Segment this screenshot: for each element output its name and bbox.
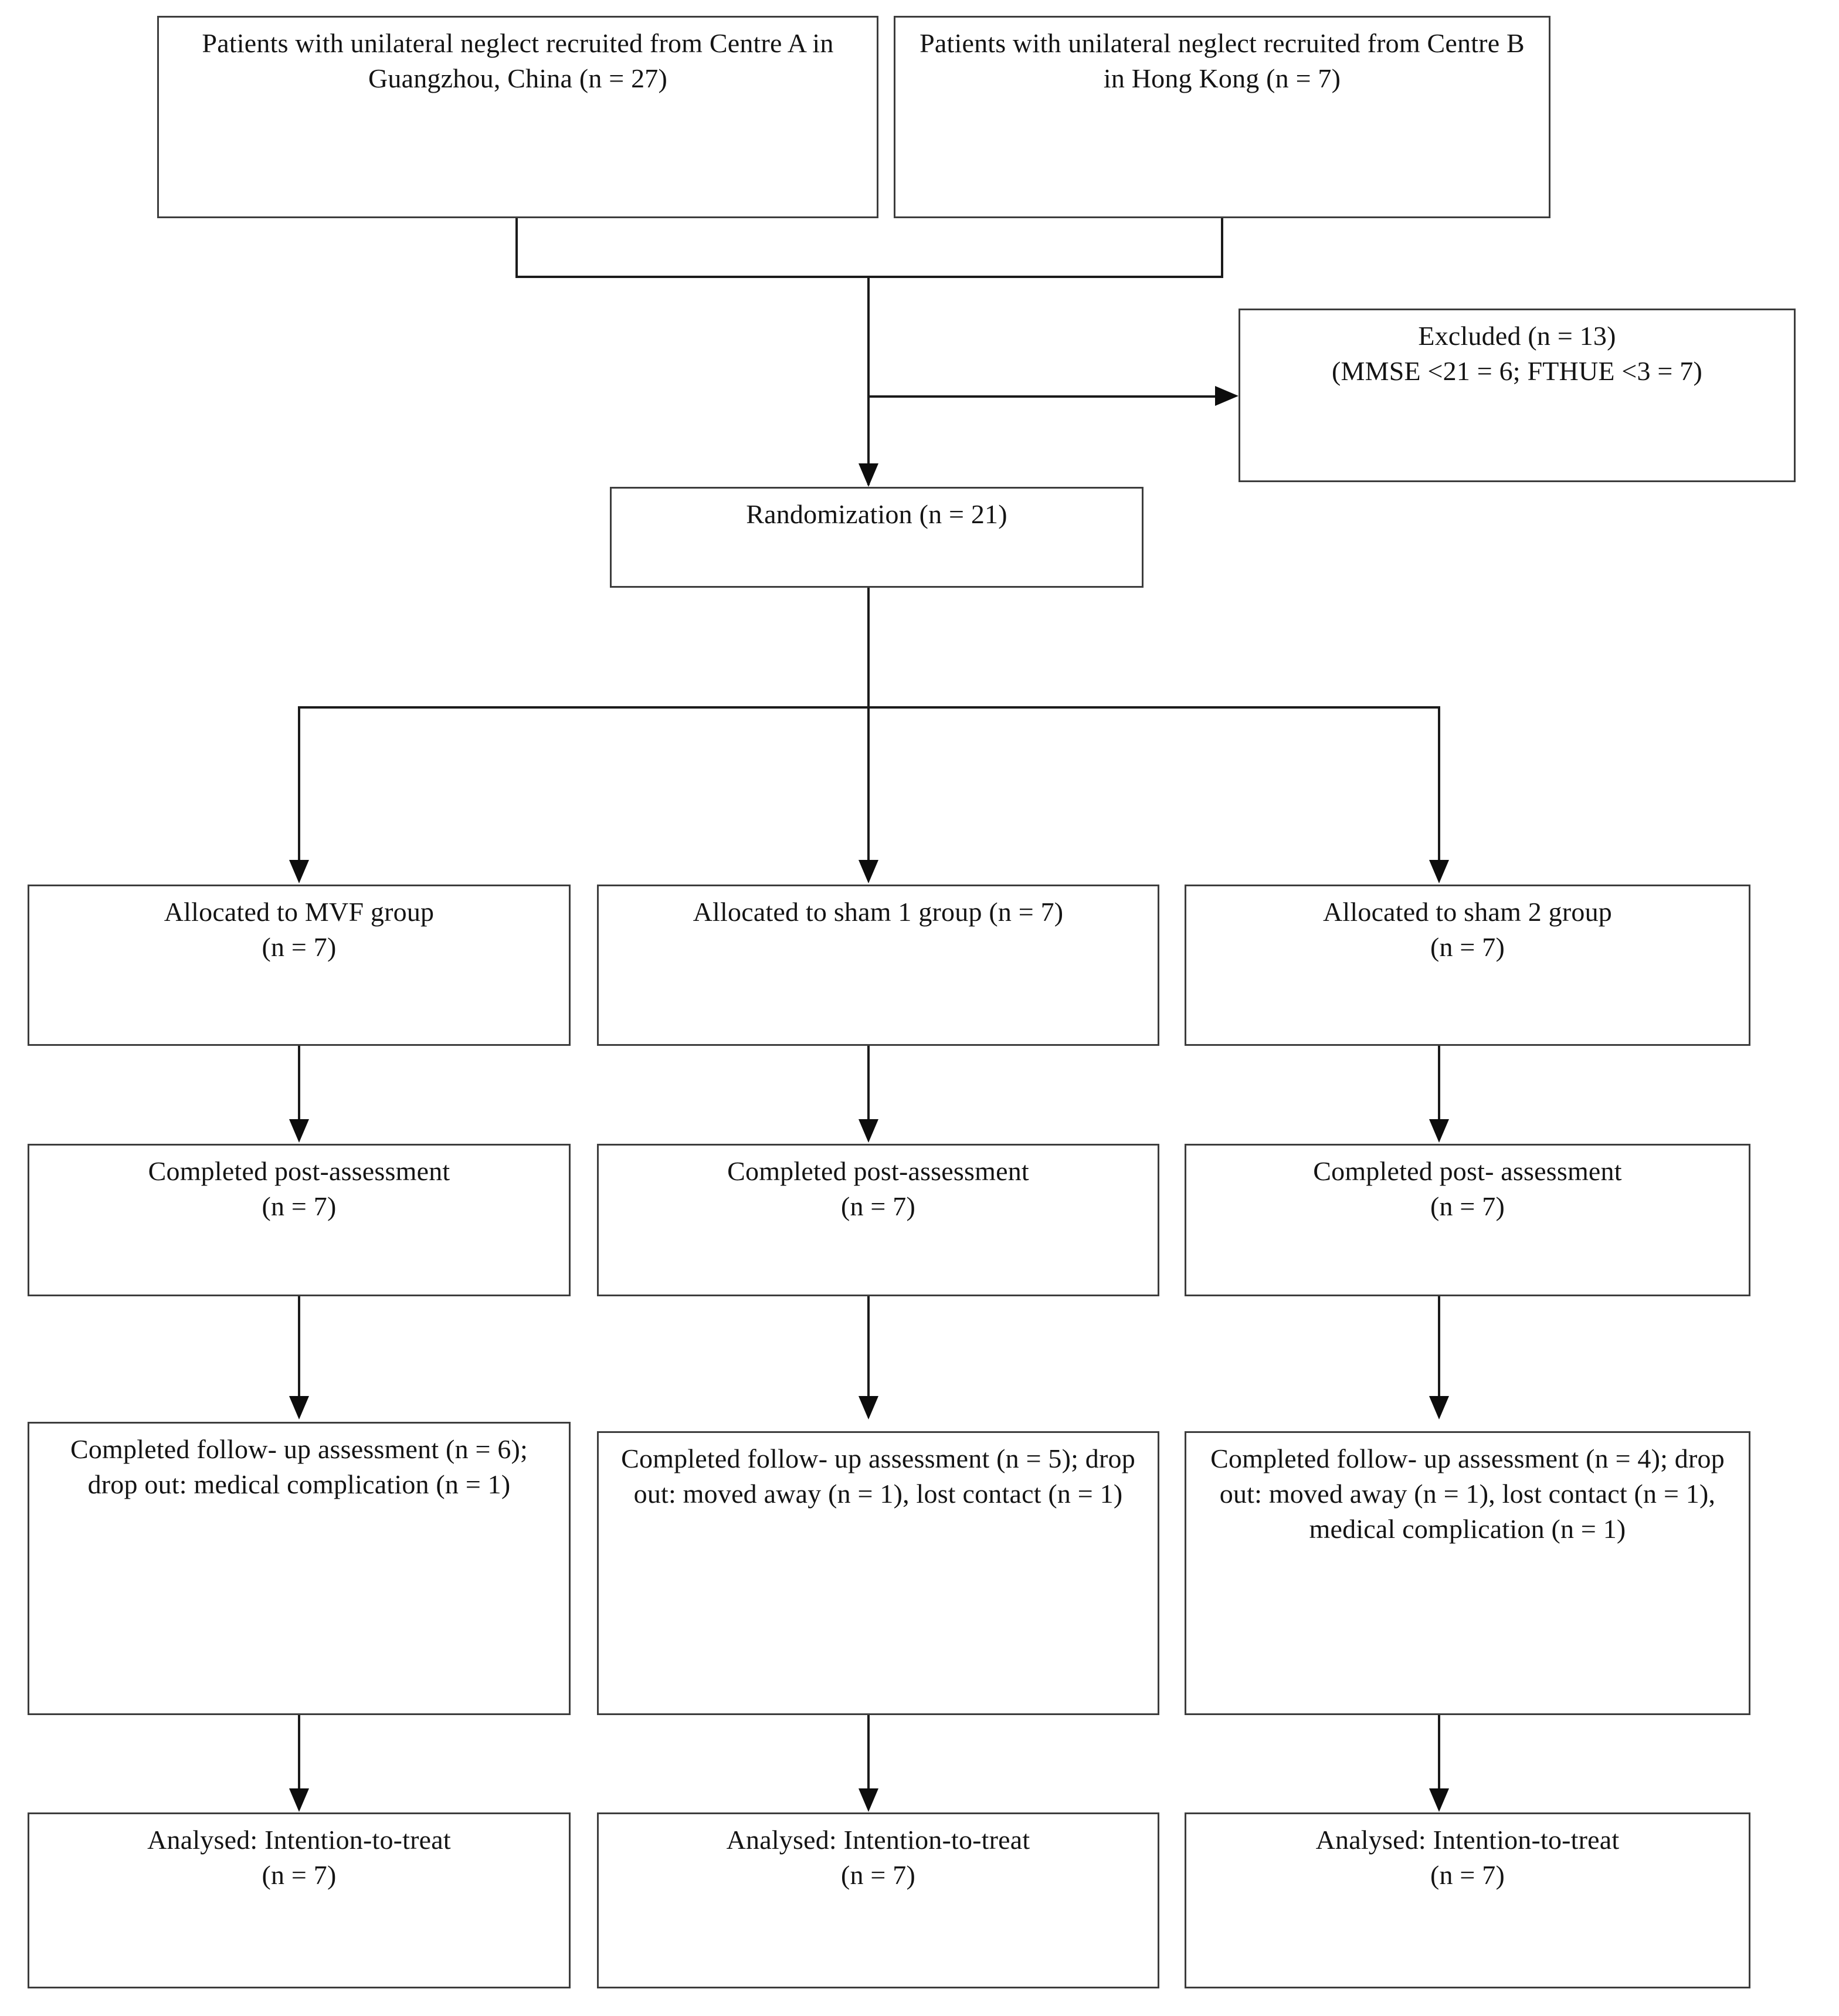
node-allocated-sham1: Allocated to sham 1 group (n = 7) <box>597 885 1159 1046</box>
node-post-assessment-sham1: Completed post-assessment (n = 7) <box>597 1144 1159 1296</box>
arrow-into-post-sham2 <box>1429 1119 1449 1143</box>
arrow-into-alloc-sham2 <box>1429 860 1449 883</box>
arrow-into-excluded <box>1215 386 1239 406</box>
connector-alloc-sham2-down <box>1438 1046 1440 1122</box>
node-followup-sham2: Completed follow- up assessment (n = 4);… <box>1185 1431 1750 1715</box>
connector-alloc-mvf-down <box>298 1046 300 1122</box>
connector-split-middle <box>867 706 870 862</box>
node-allocated-sham2: Allocated to sham 2 group (n = 7) <box>1185 885 1750 1046</box>
arrow-into-post-sham1 <box>859 1119 878 1143</box>
connector-post-mvf-down <box>298 1296 300 1399</box>
connector-split-left <box>298 706 300 862</box>
node-randomization: Randomization (n = 21) <box>610 487 1144 588</box>
connector-to-excluded <box>867 395 1219 398</box>
connector-follow-mvf-down <box>298 1715 300 1791</box>
arrow-into-analysed-sham2 <box>1429 1788 1449 1812</box>
arrow-into-alloc-sham1 <box>859 860 878 883</box>
node-post-assessment-mvf: Completed post-assessment (n = 7) <box>28 1144 571 1296</box>
node-followup-mvf: Completed follow- up assessment (n = 6);… <box>28 1422 571 1715</box>
arrow-into-alloc-mvf <box>289 860 309 883</box>
connector-post-sham2-down <box>1438 1296 1440 1399</box>
connector-merge-to-randomization <box>867 276 870 485</box>
node-followup-sham1: Completed follow- up assessment (n = 5);… <box>597 1431 1159 1715</box>
arrow-into-follow-sham1 <box>859 1396 878 1419</box>
connector-split-right <box>1438 706 1440 862</box>
node-analysed-mvf: Analysed: Intention-to-treat (n = 7) <box>28 1812 571 1988</box>
node-allocated-mvf-text: Allocated to MVF group (n = 7) <box>164 897 435 962</box>
node-analysed-sham2-text: Analysed: Intention-to-treat (n = 7) <box>1315 1825 1620 1890</box>
arrow-into-post-mvf <box>289 1119 309 1143</box>
node-randomization-text: Randomization (n = 21) <box>746 499 1007 529</box>
node-allocated-sham1-text: Allocated to sham 1 group (n = 7) <box>693 897 1064 927</box>
node-recruited-centre-a-text: Patients with unilateral neglect recruit… <box>202 28 834 93</box>
node-allocated-sham2-text: Allocated to sham 2 group (n = 7) <box>1322 897 1612 962</box>
arrow-into-follow-mvf <box>289 1396 309 1419</box>
node-analysed-mvf-text: Analysed: Intention-to-treat (n = 7) <box>147 1825 451 1890</box>
node-post-assessment-mvf-text: Completed post-assessment (n = 7) <box>148 1156 450 1221</box>
node-allocated-mvf: Allocated to MVF group (n = 7) <box>28 885 571 1046</box>
arrow-into-analysed-mvf <box>289 1788 309 1812</box>
node-analysed-sham1-text: Analysed: Intention-to-treat (n = 7) <box>726 1825 1030 1890</box>
node-post-assessment-sham2-text: Completed post- assessment (n = 7) <box>1313 1156 1622 1221</box>
connector-post-sham1-down <box>867 1296 870 1399</box>
node-analysed-sham2: Analysed: Intention-to-treat (n = 7) <box>1185 1812 1750 1988</box>
node-post-assessment-sham1-text: Completed post-assessment (n = 7) <box>727 1156 1029 1221</box>
arrow-into-follow-sham2 <box>1429 1396 1449 1419</box>
arrow-into-randomization <box>859 463 878 487</box>
arrow-into-analysed-sham1 <box>859 1788 878 1812</box>
connector-alloc-sham1-down <box>867 1046 870 1122</box>
node-excluded: Excluded (n = 13) (MMSE <21 = 6; FTHUE <… <box>1239 309 1796 482</box>
connector-centre-b-down <box>1221 218 1223 276</box>
node-followup-sham1-text: Completed follow- up assessment (n = 5);… <box>621 1444 1135 1509</box>
node-analysed-sham1: Analysed: Intention-to-treat (n = 7) <box>597 1812 1159 1988</box>
connector-follow-sham1-down <box>867 1715 870 1791</box>
node-recruited-centre-b: Patients with unilateral neglect recruit… <box>894 16 1550 218</box>
connector-randomization-down <box>867 588 870 709</box>
connector-centre-a-down <box>515 218 518 276</box>
connector-follow-sham2-down <box>1438 1715 1440 1791</box>
node-recruited-centre-a: Patients with unilateral neglect recruit… <box>157 16 878 218</box>
node-excluded-text: Excluded (n = 13) (MMSE <21 = 6; FTHUE <… <box>1332 321 1702 386</box>
node-recruited-centre-b-text: Patients with unilateral neglect recruit… <box>920 28 1525 93</box>
node-followup-sham2-text: Completed follow- up assessment (n = 4);… <box>1210 1444 1725 1544</box>
node-post-assessment-sham2: Completed post- assessment (n = 7) <box>1185 1144 1750 1296</box>
node-followup-mvf-text: Completed follow- up assessment (n = 6);… <box>70 1434 528 1499</box>
